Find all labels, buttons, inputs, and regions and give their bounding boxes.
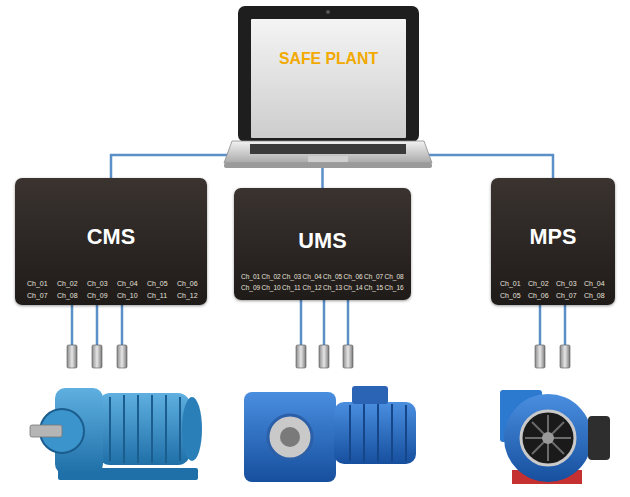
sensor (296, 345, 306, 368)
channel-label: Ch_10 (262, 285, 281, 292)
blower-housing (504, 394, 592, 482)
cable (71, 305, 74, 345)
channel-label: Ch_01 (27, 280, 48, 287)
channel-label: Ch_01 (241, 274, 260, 281)
blade (532, 422, 564, 454)
fan-blades (525, 415, 571, 461)
channel-label: Ch_02 (528, 280, 549, 287)
ums-unit: UMSCh_01Ch_02Ch_03Ch_04Ch_05Ch_06Ch_07Ch… (234, 188, 411, 300)
laptop-keyboard (250, 144, 406, 154)
sensor (343, 345, 353, 368)
channel-label: Ch_14 (344, 285, 363, 292)
laptop-lid (238, 6, 419, 142)
terminal-box (352, 386, 388, 404)
channel-label: Ch_16 (385, 285, 404, 292)
channel-label: Ch_06 (528, 292, 549, 299)
channel-label: Ch_07 (556, 292, 577, 299)
channel-label: Ch_01 (500, 280, 521, 287)
sensor (117, 345, 127, 368)
mps-unit: MPS Ch_01 Ch_02 Ch_03 Ch_04Ch_05 Ch_06 Ch_07 Ch… (491, 178, 615, 305)
motor-end-cap (182, 397, 202, 461)
laptop-screen: SAFE PLANT (251, 19, 406, 138)
cable (300, 300, 303, 345)
channel-label: Ch_11 (147, 292, 167, 299)
channel-label: Ch_03 (87, 280, 108, 287)
motor-body (334, 402, 416, 464)
unit-title: SAFE PLANT (251, 51, 406, 67)
cable (323, 300, 326, 345)
fin (123, 395, 125, 463)
channel-label: Ch_02 (262, 274, 281, 281)
motor-fins (110, 395, 180, 463)
motor-fins (350, 404, 406, 462)
channel-label: Ch_03 (282, 274, 301, 281)
fin (137, 395, 139, 463)
gearbox-bore-inner (280, 427, 300, 447)
unit-title: CMS (15, 226, 207, 248)
fin (151, 395, 153, 463)
blower-motor (588, 416, 610, 460)
channel-label: Ch_09 (241, 285, 260, 292)
sensor (67, 345, 77, 368)
sensor-cables (72, 300, 565, 345)
cms-unit: CMS Ch_01 Ch_02 Ch_03 Ch_04 Ch_05 Ch_06Ch_07 Ch… (15, 178, 207, 305)
laptop-base-edge (224, 163, 432, 168)
channel-label: Ch_04 (584, 280, 605, 287)
fin (109, 397, 111, 461)
cable (347, 300, 350, 345)
channel-label: Ch_12 (303, 285, 322, 292)
channel-label: Ch_09 (87, 292, 108, 299)
laptop-camera (326, 10, 330, 14)
channel-label: Ch_03 (556, 280, 577, 287)
cable (564, 305, 567, 345)
fin (391, 404, 393, 462)
sensor (560, 345, 570, 368)
channel-label: Ch_13 (323, 285, 342, 292)
cable (539, 305, 542, 345)
unit-title: MPS (491, 226, 615, 248)
channel-label: Ch_07 (364, 274, 383, 281)
channel-label: Ch_12 (177, 292, 198, 299)
channel-label: Ch_04 (117, 280, 138, 287)
channel-label: Ch_05 (147, 280, 168, 287)
channel-label: Ch_08 (584, 292, 605, 299)
sensor (92, 345, 102, 368)
gearbox-bore (268, 415, 312, 459)
blade (532, 422, 564, 454)
cable (121, 305, 124, 345)
channel-label: Ch_08 (57, 292, 78, 299)
fin (349, 405, 351, 461)
laptop-touchpad (308, 156, 348, 162)
channel-label: Ch_05 (323, 274, 342, 281)
blower (500, 390, 610, 484)
channel-label: Ch_04 (303, 274, 322, 281)
channel-label: Ch_06 (177, 280, 198, 287)
channel-label: Ch_08 (385, 274, 404, 281)
unit-title: UMS (234, 230, 411, 252)
gear-motor (30, 388, 202, 480)
channel-label: Ch_05 (500, 292, 521, 299)
channel-label: Ch_10 (117, 292, 138, 299)
channel-label: Ch_11 (282, 285, 301, 292)
fin (165, 395, 167, 463)
fin (179, 397, 181, 461)
sensor (319, 345, 329, 368)
fin (377, 404, 379, 462)
channel-label: Ch_07 (27, 292, 48, 299)
sensor (535, 345, 545, 368)
motor-body (98, 393, 190, 465)
cable (96, 305, 99, 345)
channel-label: Ch_02 (57, 280, 78, 287)
gearbox (244, 392, 336, 482)
fin (363, 404, 365, 462)
channel-label: Ch_06 (344, 274, 363, 281)
motor-shaft (30, 425, 62, 437)
channel-label: Ch_15 (364, 285, 383, 292)
fin (405, 405, 407, 461)
laptop-base (224, 141, 432, 163)
blower-inlet (521, 411, 575, 465)
fan-hub (542, 432, 554, 444)
sensors (67, 345, 570, 368)
worm-gear-motor (244, 386, 416, 482)
